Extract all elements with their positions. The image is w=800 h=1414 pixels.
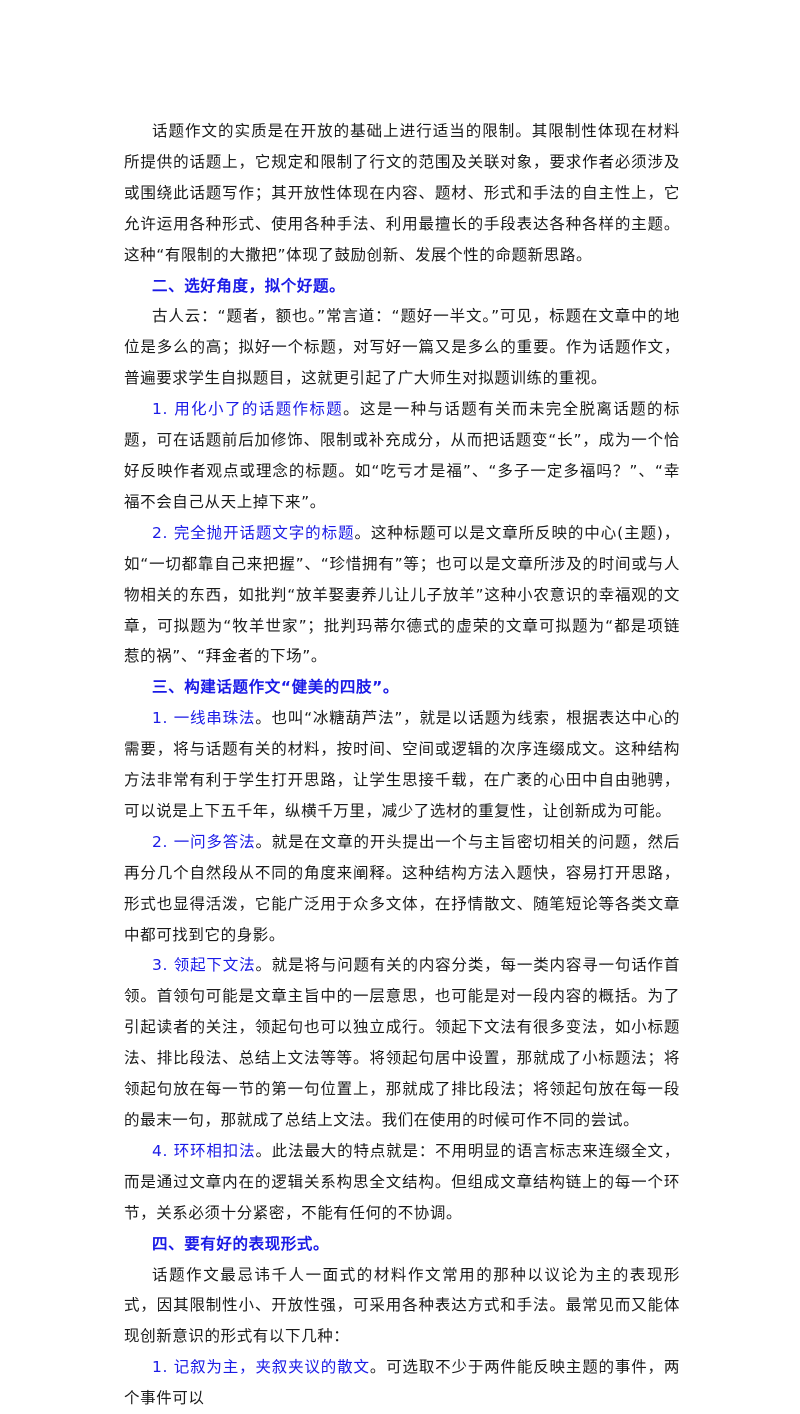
item-lead-text: 2. 一问多答法 [152, 832, 256, 851]
item-lead-text: 3. 领起下文法 [152, 956, 256, 975]
paragraph-expression-forms: 话题作文最忌讳千人一面式的材料作文常用的那种以议论为主的表现形式，因其限制性小、… [124, 1265, 680, 1346]
list-item-structure-method-4: 4. 环环相扣法。此法最大的特点就是：不用明显的语言标志来连缀全文，而是通过文章… [124, 1136, 680, 1229]
item-lead-text: 2. 完全抛开话题文字的标题 [152, 523, 355, 542]
section-heading-3: 三、构建话题作文“健美的四肢”。 [152, 678, 399, 697]
item-body-text: 。这种标题可以是文章所反映的中心(主题)，如“一切都靠自己来把握”、“珍惜拥有”… [124, 523, 680, 666]
item-body-text: 。也叫“冰糖葫芦法”，就是以话题为线索，根据表达中心的需要，将与话题有关的材料，… [124, 709, 680, 820]
document-page: 话题作文的实质是在开放的基础上进行适当的限制。其限制性体现在材料所提供的话题上，… [124, 122, 679, 1407]
item-lead-text: 1. 用化小了的话题作标题 [152, 400, 344, 419]
item-body-text: 。这是一种与话题有关而未完全脱离话题的标题，可在话题前后加修饰、限制或补充成分，… [124, 400, 680, 511]
list-item-structure-method-1: 1. 一线串珠法。也叫“冰糖葫芦法”，就是以话题为线索，根据表达中心的需要，将与… [124, 703, 680, 827]
section-heading-4: 四、要有好的表现形式。 [152, 1234, 330, 1253]
item-body-text: 。就是在文章的开头提出一个与主旨密切相关的问题，然后再分几个自然段从不同的角度来… [124, 832, 680, 944]
paragraph-topic-essence: 话题作文的实质是在开放的基础上进行适当的限制。其限制性体现在材料所提供的话题上，… [124, 122, 680, 264]
list-item-form-1: 1. 记叙为主，夹叙夹议的散文。可选取不少于两件能反映主题的事件，两个事件可以 [124, 1352, 680, 1414]
item-lead-text: 1. 一线串珠法 [152, 709, 256, 728]
section-heading-2: 二、选好角度，拟个好题。 [152, 276, 346, 295]
paragraph-title-importance: 古人云：“题者，额也。”常言道：“题好一半文。”可见，标题在文章中的地位是多么的… [124, 307, 680, 388]
list-item-title-method-2: 2. 完全抛开话题文字的标题。这种标题可以是文章所反映的中心(主题)，如“一切都… [124, 518, 680, 673]
list-item-structure-method-3: 3. 领起下文法。就是将与问题有关的内容分类，每一类内容寻一句话作首领。首领句可… [124, 950, 680, 1135]
item-body-text: 。就是将与问题有关的内容分类，每一类内容寻一句话作首领。首领句可能是文章主旨中的… [124, 956, 680, 1129]
item-lead-text: 1. 记叙为主，夹叙夹议的散文 [152, 1358, 370, 1377]
article-body: 话题作文的实质是在开放的基础上进行适当的限制。其限制性体现在材料所提供的话题上，… [124, 116, 680, 1414]
list-item-structure-method-2: 2. 一问多答法。就是在文章的开头提出一个与主旨密切相关的问题，然后再分几个自然… [124, 827, 680, 951]
list-item-title-method-1: 1. 用化小了的话题作标题。这是一种与话题有关而未完全脱离话题的标题，可在话题前… [124, 394, 680, 518]
item-lead-text: 4. 环环相扣法 [152, 1141, 256, 1160]
